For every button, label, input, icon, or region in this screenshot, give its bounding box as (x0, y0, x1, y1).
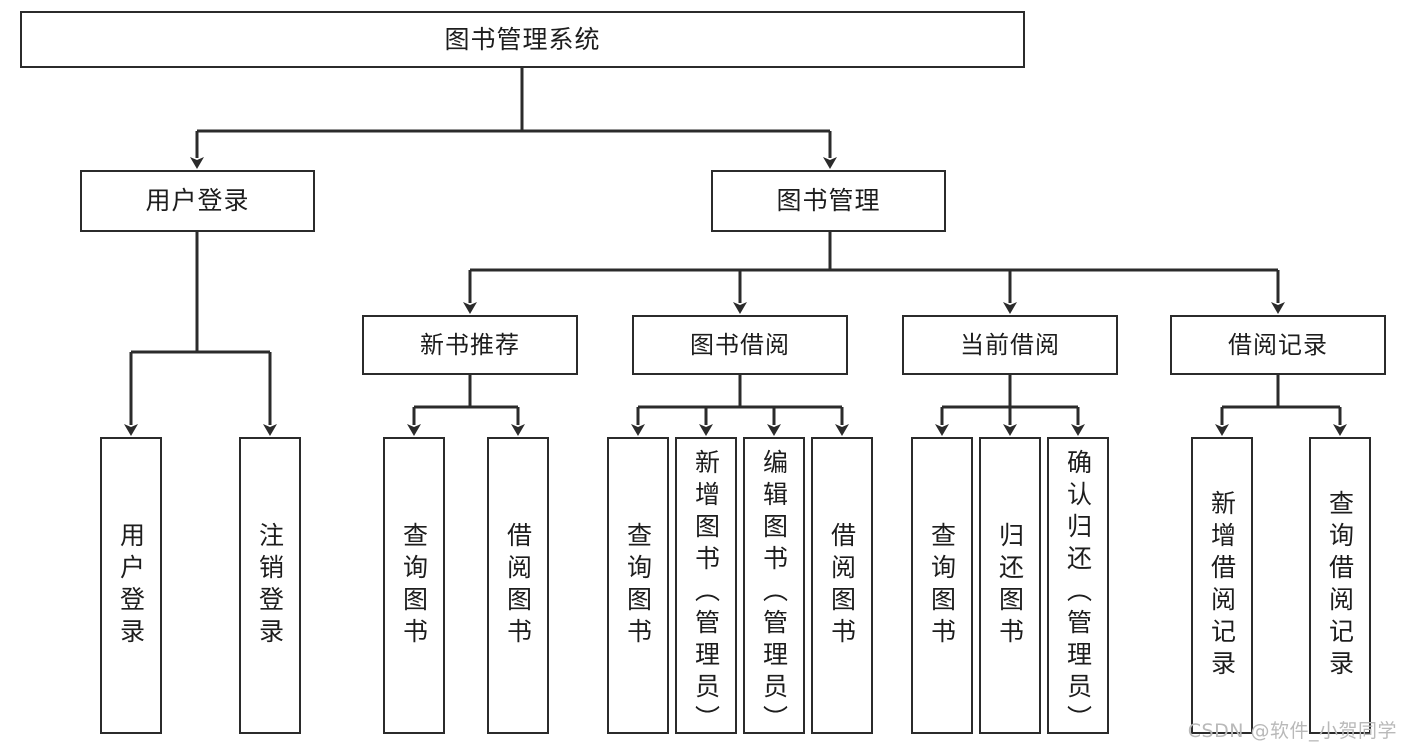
leaf-edit-book-admin[interactable]: 编辑图书（管理员） (743, 437, 805, 737)
node-label: 查询图书 (399, 521, 429, 650)
node-current-borrow[interactable]: 当前借阅 (902, 315, 1118, 375)
leaf-query-book-2[interactable]: 查询图书 (607, 437, 669, 734)
node-label: 图书借阅 (690, 330, 790, 359)
node-label: 当前借阅 (960, 330, 1060, 359)
node-label: 借阅图书 (827, 521, 857, 650)
leaf-add-book-admin[interactable]: 新增图书（管理员） (675, 437, 737, 737)
node-label: 图书管理系统 (444, 24, 601, 54)
leaf-query-book-1[interactable]: 查询图书 (383, 437, 445, 734)
node-root-book-management-system[interactable]: 图书管理系统 (20, 11, 1025, 68)
node-label: 用户登录 (145, 186, 250, 215)
node-label: 归还图书 (995, 521, 1025, 650)
node-label: 编辑图书（管理员） (759, 449, 789, 737)
leaf-return-book[interactable]: 归还图书 (979, 437, 1041, 734)
node-label: 确认归还（管理员） (1063, 449, 1093, 737)
node-label: 新增借阅记录 (1207, 489, 1237, 682)
node-label: 注销登录 (255, 521, 285, 650)
node-label: 用户登录 (116, 521, 146, 650)
node-label: 借阅图书 (503, 521, 533, 650)
node-label: 图书管理 (776, 186, 881, 215)
node-user-login[interactable]: 用户登录 (80, 170, 315, 232)
node-book-borrow[interactable]: 图书借阅 (632, 315, 848, 375)
node-borrow-record[interactable]: 借阅记录 (1170, 315, 1386, 375)
node-label: 借阅记录 (1228, 330, 1328, 359)
node-label: 查询图书 (623, 521, 653, 650)
node-label: 新书推荐 (420, 330, 520, 359)
leaf-user-logout[interactable]: 注销登录 (239, 437, 301, 734)
node-label: 新增图书（管理员） (691, 449, 721, 737)
node-label: 查询图书 (927, 521, 957, 650)
leaf-user-login[interactable]: 用户登录 (100, 437, 162, 734)
node-book-management[interactable]: 图书管理 (711, 170, 946, 232)
leaf-confirm-return-admin[interactable]: 确认归还（管理员） (1047, 437, 1109, 737)
node-label: 查询借阅记录 (1325, 489, 1355, 682)
leaf-borrow-book-1[interactable]: 借阅图书 (487, 437, 549, 734)
csdn-watermark: CSDN @软件_小贺同学 (1187, 720, 1397, 742)
leaf-borrow-book-2[interactable]: 借阅图书 (811, 437, 873, 734)
leaf-query-book-3[interactable]: 查询图书 (911, 437, 973, 734)
node-new-book-recommend[interactable]: 新书推荐 (362, 315, 578, 375)
leaf-add-borrow-record[interactable]: 新增借阅记录 (1191, 437, 1253, 734)
leaf-query-borrow-record[interactable]: 查询借阅记录 (1309, 437, 1371, 734)
